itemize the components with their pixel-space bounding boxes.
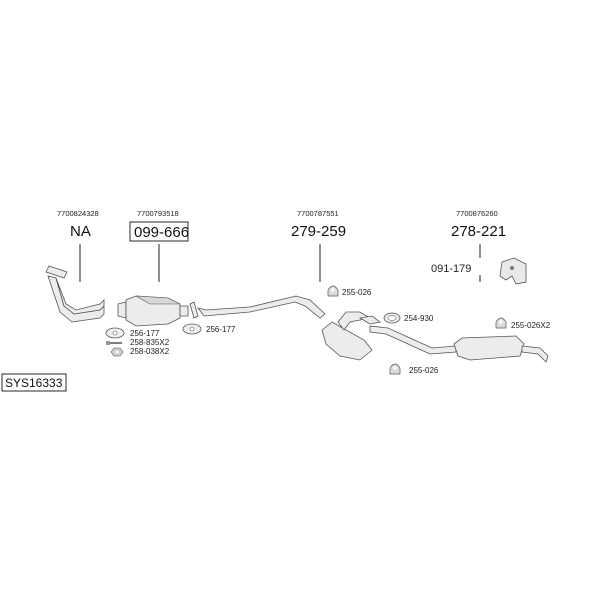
part-ref-catalyst[interactable]: 099-666 bbox=[134, 224, 189, 241]
oem-number-rear-silencer: 7700876260 bbox=[456, 209, 498, 218]
bolt-icon[interactable] bbox=[106, 341, 122, 345]
mount-ref[interactable]: 091-179 bbox=[431, 263, 471, 275]
hanger-rear-label: 255-026X2 bbox=[511, 321, 551, 330]
part-ref-front-pipe[interactable]: NA bbox=[70, 223, 91, 240]
gasket-front-label: 256-177 bbox=[130, 329, 160, 338]
catalytic-converter[interactable] bbox=[117, 295, 189, 327]
clamp-label: 254-930 bbox=[404, 314, 434, 323]
gasket-front[interactable] bbox=[105, 327, 125, 339]
part-ref-rear-silencer[interactable]: 278-221 bbox=[451, 223, 506, 240]
gasket-middle[interactable] bbox=[182, 323, 202, 335]
hanger-bottom-label: 255-026 bbox=[409, 366, 439, 375]
hanger-top[interactable] bbox=[327, 285, 339, 297]
oem-number-middle-silencer: 7700787551 bbox=[297, 209, 339, 218]
oem-number-front-pipe: 7700824328 bbox=[57, 209, 99, 218]
part-ref-middle-silencer[interactable]: 279-259 bbox=[291, 223, 346, 240]
middle-pipe[interactable] bbox=[189, 295, 326, 319]
gasket-middle-label: 256-177 bbox=[206, 325, 236, 334]
rear-pipe[interactable] bbox=[369, 325, 457, 355]
oem-number-catalyst: 7700793518 bbox=[137, 209, 179, 218]
hanger-rear[interactable] bbox=[495, 317, 507, 329]
nut-icon[interactable] bbox=[110, 347, 124, 357]
part-ref-catalyst-box bbox=[129, 221, 189, 242]
hanger-top-label: 255-026 bbox=[342, 288, 372, 297]
middle-silencer[interactable] bbox=[321, 311, 381, 361]
hanger-bottom[interactable] bbox=[389, 363, 401, 375]
front-pipe[interactable] bbox=[45, 265, 105, 323]
rear-silencer[interactable] bbox=[453, 335, 549, 363]
system-code: SYS16333 bbox=[5, 376, 63, 390]
rubber-mount[interactable] bbox=[499, 257, 527, 285]
nut-label: 258-038X2 bbox=[130, 347, 170, 356]
system-code-box bbox=[1, 373, 67, 392]
clamp[interactable] bbox=[383, 312, 401, 324]
bolt-label: 258-835X2 bbox=[130, 338, 170, 347]
